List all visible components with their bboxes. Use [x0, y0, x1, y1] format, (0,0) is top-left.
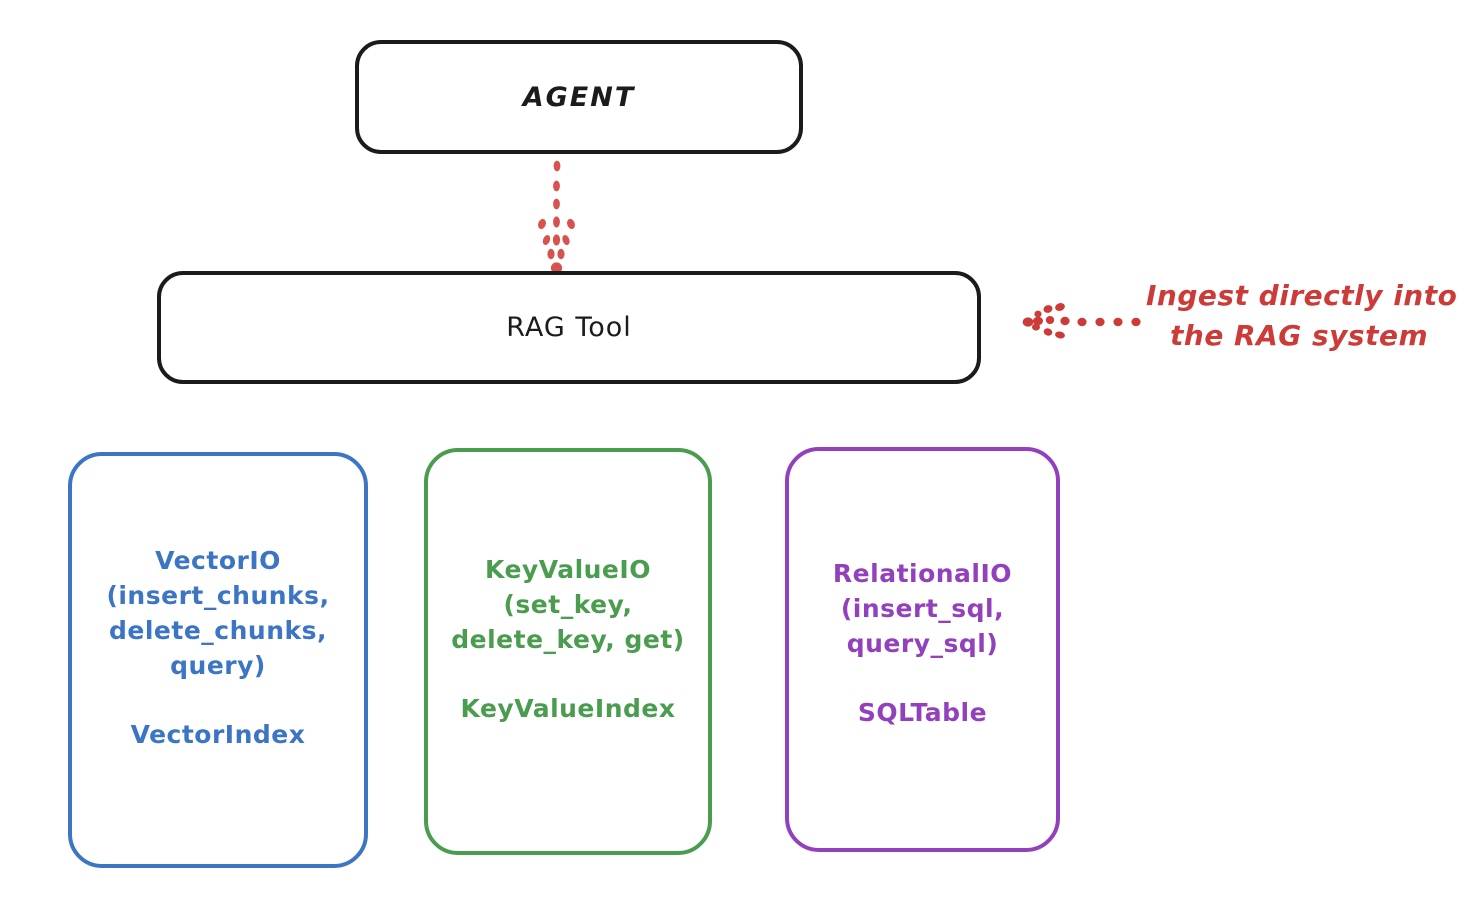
- keyvalueio-spacer: [434, 657, 702, 691]
- relationalio-node[interactable]: RelationalIO (insert_sql, query_sql) SQL…: [785, 447, 1060, 852]
- vectorio-api-line-2: (insert_chunks,: [106, 581, 330, 610]
- ingest-annotation: Ingest directly into the RAG system: [1146, 276, 1476, 356]
- relationalio-spacer: [795, 661, 1050, 695]
- relationalio-index-label: SQLTable: [857, 698, 988, 727]
- relationalio-api-line-3: query_sql): [846, 629, 999, 658]
- relationalio-api-line-2: (insert_sql,: [840, 594, 1005, 623]
- ingest-annotation-line-2: the RAG system: [1170, 319, 1429, 352]
- rag-tool-node-label: RAG Tool: [506, 312, 632, 343]
- vectorio-node[interactable]: VectorIO (insert_chunks, delete_chunks, …: [68, 452, 368, 868]
- keyvalueio-api-line-1: KeyValueIO: [485, 555, 651, 584]
- vectorio-api-line-1: VectorIO: [155, 546, 281, 575]
- agent-node[interactable]: AGENT: [355, 40, 803, 154]
- rag-tool-node[interactable]: RAG Tool: [157, 271, 981, 384]
- keyvalueio-node[interactable]: KeyValueIO (set_key, delete_key, get) Ke…: [424, 448, 712, 855]
- keyvalueio-node-body: KeyValueIO (set_key, delete_key, get) Ke…: [428, 452, 708, 726]
- vectorio-api-line-3: delete_chunks,: [109, 616, 327, 645]
- agent-node-label: AGENT: [522, 81, 636, 113]
- ingest-annotation-line-1: Ingest directly into: [1146, 279, 1458, 312]
- relationalio-api-line-1: RelationalIO: [832, 559, 1013, 588]
- keyvalueio-api-line-3: delete_key, get): [451, 625, 685, 654]
- vectorio-spacer: [78, 683, 358, 717]
- vectorio-api-line-4: query): [170, 651, 266, 680]
- relationalio-node-body: RelationalIO (insert_sql, query_sql) SQL…: [789, 451, 1056, 730]
- dotted-arrow-left-icon: [1018, 296, 1150, 344]
- keyvalueio-api-line-2: (set_key,: [503, 590, 633, 619]
- vectorio-node-body: VectorIO (insert_chunks, delete_chunks, …: [72, 456, 364, 752]
- keyvalueio-index-label: KeyValueIndex: [460, 694, 676, 723]
- vectorio-index-label: VectorIndex: [130, 720, 306, 749]
- dotted-arrow-down-icon: [498, 150, 618, 280]
